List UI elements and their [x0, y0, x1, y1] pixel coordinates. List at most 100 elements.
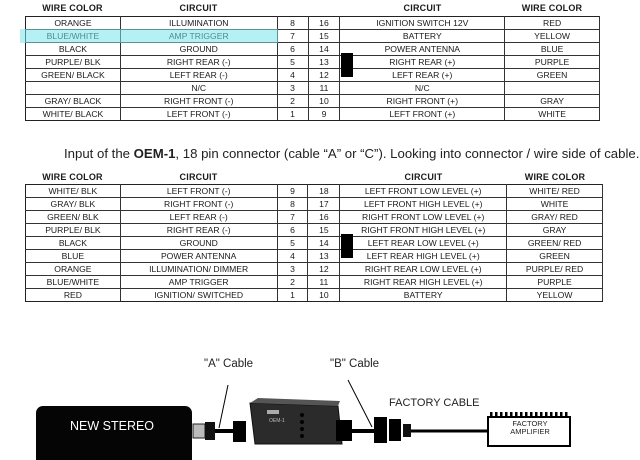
- wire-color-left-cell: PURPLE/ BLK: [25, 55, 121, 69]
- wire-color-left-cell: WHITE/ BLACK: [25, 107, 121, 121]
- new-stereo-label: NEW STEREO: [70, 419, 155, 433]
- heatsink-fin: [535, 412, 538, 417]
- factory-cable-label: FACTORY CABLE: [389, 397, 480, 409]
- wire-color-right-cell: GRAY: [506, 223, 603, 237]
- pin-left-cell: 4: [276, 249, 309, 263]
- wire-color-left-cell: BLUE/WHITE: [25, 275, 121, 289]
- circuit-right-cell: RIGHT REAR HIGH LEVEL (+): [339, 275, 508, 289]
- heatsink-fin: [530, 412, 533, 417]
- table1-header-circuit-left: CIRCUIT: [179, 3, 218, 13]
- wire-color-left-cell: BLUE/WHITE: [25, 29, 121, 43]
- pin-left-cell: 7: [276, 210, 309, 224]
- heatsink-fin: [540, 412, 543, 417]
- table2-header-wire-color-left: WIRE COLOR: [42, 172, 103, 182]
- heatsink-fin: [520, 412, 523, 417]
- table2-header-wire-color-right: WIRE COLOR: [524, 172, 586, 182]
- pin-left-cell: 2: [276, 94, 309, 108]
- circuit-left-cell: AMP TRIGGER: [119, 29, 278, 43]
- heatsink-fin: [550, 412, 553, 417]
- pin-right-cell: 10: [307, 94, 341, 108]
- pin-right-cell: 9: [307, 107, 341, 121]
- pin-right-cell: 16: [307, 16, 341, 30]
- circuit-right-cell: POWER ANTENNA: [339, 42, 506, 56]
- heatsink-fin: [495, 412, 498, 417]
- pin-left-cell: 6: [276, 223, 309, 237]
- oem1-module-label: OEM-1: [269, 418, 285, 424]
- heatsink-fin: [565, 412, 568, 417]
- circuit-left-cell: RIGHT FRONT (-): [119, 197, 278, 211]
- table1-header-wire-color-left: WIRE COLOR: [42, 3, 103, 13]
- heatsink-fin: [515, 412, 518, 417]
- factory-amplifier-line1: FACTORY: [512, 419, 548, 428]
- wire-color-left-cell: GREEN/ BLK: [25, 210, 121, 224]
- pin-left-cell: 3: [276, 262, 309, 276]
- wire-color-right-cell: GREEN/ RED: [506, 236, 603, 250]
- circuit-left-cell: N/C: [119, 81, 278, 95]
- heatsink-fin: [560, 412, 563, 417]
- wire-color-right-cell: WHITE: [504, 107, 600, 121]
- caption-prefix: Input of the: [64, 146, 134, 161]
- wire-color-right-cell: GREEN: [506, 249, 603, 263]
- caption-model: OEM-1: [133, 146, 176, 161]
- wire-color-right-cell: YELLOW: [504, 29, 600, 43]
- b-cable-connector-factory: [374, 417, 387, 443]
- circuit-left-cell: ILLUMINATION/ DIMMER: [119, 262, 278, 276]
- circuit-left-cell: IGNITION/ SWITCHED: [119, 288, 278, 302]
- pin-left-cell: 7: [276, 29, 309, 43]
- wire-color-right-cell: BLUE: [504, 42, 600, 56]
- pin-left-cell: 3: [276, 81, 309, 95]
- wire-color-right-cell: PURPLE: [504, 55, 600, 69]
- circuit-right-cell: RIGHT REAR LOW LEVEL (+): [339, 262, 508, 276]
- wire-color-left-cell: PURPLE/ BLK: [25, 223, 121, 237]
- wire-color-left-cell: [25, 81, 121, 95]
- circuit-right-cell: LEFT REAR (+): [339, 68, 506, 82]
- wire-color-right-cell: PURPLE/ RED: [506, 262, 603, 276]
- b-cable-label: "B" Cable: [330, 358, 380, 370]
- factory-amplifier: [487, 416, 571, 447]
- pin-left-cell: 5: [276, 55, 309, 69]
- circuit-left-cell: LEFT REAR (-): [119, 210, 278, 224]
- pin-right-cell: 12: [307, 68, 341, 82]
- circuit-right-cell: LEFT REAR HIGH LEVEL (+): [339, 249, 508, 263]
- circuit-left-cell: ILLUMINATION: [119, 16, 278, 30]
- circuit-left-cell: GROUND: [119, 236, 278, 250]
- wire-color-left-cell: WHITE/ BLK: [25, 184, 121, 198]
- pin-right-cell: 13: [307, 55, 341, 69]
- circuit-right-cell: LEFT FRONT (+): [339, 107, 506, 121]
- wire-color-right-cell: GREEN: [504, 68, 600, 82]
- pin-right-cell: 11: [307, 81, 341, 95]
- circuit-right-cell: LEFT FRONT LOW LEVEL (+): [339, 184, 508, 198]
- wire-color-left-cell: ORANGE: [25, 16, 121, 30]
- b-cable-leader: [347, 379, 373, 428]
- wire-color-left-cell: BLUE: [25, 249, 121, 263]
- wire-color-right-cell: [504, 81, 600, 95]
- pin-right-cell: 18: [307, 184, 341, 198]
- heatsink-fin: [500, 412, 503, 417]
- pin-right-cell: 10: [307, 288, 341, 302]
- wire-color-right-cell: WHITE/ RED: [506, 184, 603, 198]
- pin-left-cell: 8: [276, 197, 309, 211]
- table1-header-wire-color-right: WIRE COLOR: [521, 3, 583, 13]
- circuit-right-cell: N/C: [339, 81, 506, 95]
- pin-right-cell: 15: [307, 223, 341, 237]
- circuit-left-cell: LEFT FRONT (-): [119, 107, 278, 121]
- wire-color-left-cell: BLACK: [25, 236, 121, 250]
- a-cable-label: "A" Cable: [204, 358, 254, 370]
- table2-header-circuit-left: CIRCUIT: [179, 172, 218, 182]
- pin-left-cell: 5: [276, 236, 309, 250]
- connector-key-marker: [341, 53, 353, 77]
- pin-left-cell: 4: [276, 68, 309, 82]
- pin-left-cell: 1: [276, 288, 309, 302]
- caption-suffix: , 18 pin connector (cable “A” or “C”). L…: [175, 146, 640, 161]
